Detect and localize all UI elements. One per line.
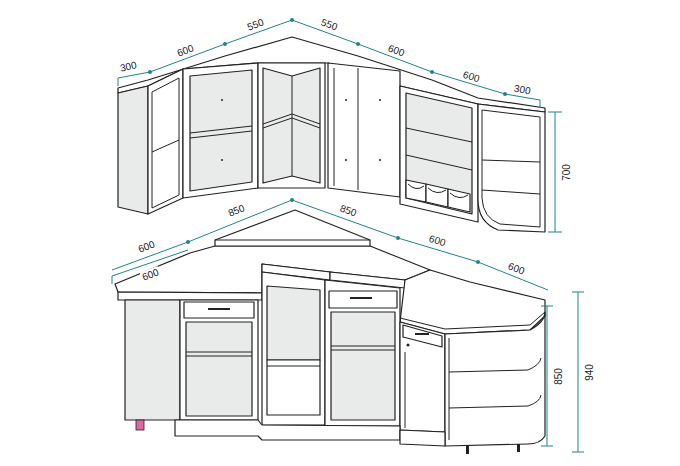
dimension-lines-part: [572, 292, 584, 452]
wall-cabinets-part: [345, 99, 347, 101]
wall-cabinets-part: [221, 99, 223, 101]
base-cabinets-part: [325, 280, 400, 426]
base-cabinets-part: [449, 338, 541, 440]
wall-cabinets-part: [478, 104, 545, 232]
dimension-lines-part: [223, 42, 227, 46]
base-cabinets-part: [208, 308, 230, 310]
dimension-lines-part: [541, 306, 553, 446]
wall-cabinets-part: [400, 86, 478, 222]
wall-cabinets-part: [406, 128, 472, 142]
wall-cabinets-part: [482, 160, 540, 194]
base-cabinets-part: [186, 322, 252, 416]
base-cabinets-part: [118, 292, 262, 300]
base-cabinets-part: [466, 446, 469, 454]
wall-cabinets-part: [426, 184, 448, 207]
wall-cabinets-part: [448, 189, 470, 212]
wall-cabinets-part: [406, 180, 426, 202]
dimension-lines-part: [430, 70, 434, 74]
base-cabinets-part: [215, 240, 370, 241]
base-cabinets-part: [400, 312, 545, 329]
base-cabinets-part: [415, 333, 429, 335]
dimension-lines-part: [290, 198, 294, 202]
base-cabinets-part: [267, 360, 320, 415]
dimension-lines-part: [118, 20, 540, 100]
dimension-lines-part: [112, 200, 548, 290]
dimension-label: 700: [561, 163, 572, 182]
base-cabinets-part: [445, 312, 545, 446]
dimension-lines-part: [356, 42, 360, 46]
wall-cabinets-part: [345, 159, 347, 161]
base-cabinets-part: [331, 346, 395, 347]
wall-cabinets: [118, 37, 545, 232]
base-cabinets-part: [262, 272, 325, 425]
dimension-label: 850: [225, 201, 246, 218]
wall-cabinets-part: [379, 99, 381, 101]
wall-cabinets-part: [334, 68, 335, 186]
base-cabinets-part: [267, 286, 320, 360]
wall-cabinets-part: [118, 86, 148, 214]
wall-cabinets-part: [152, 140, 179, 152]
dimension-lines-part: [503, 92, 507, 96]
base-cabinets-part: [180, 300, 258, 420]
dimension-lines-part: [186, 240, 190, 244]
base-cabinets-part: [350, 297, 372, 299]
dimension-label: 550: [318, 16, 339, 33]
dimension-label: 940: [584, 363, 595, 382]
base-cabinets-part: [405, 352, 406, 428]
base-cabinets-part: [400, 430, 445, 446]
base-cabinets-part: [403, 325, 442, 347]
wall-cabinets-part: [406, 93, 472, 214]
dimension-label: 300: [118, 59, 139, 74]
dimension-label: 550: [244, 16, 265, 33]
base-cabinets-part: [329, 291, 397, 308]
dimension-label: 850: [553, 367, 564, 386]
wall-cabinets-part: [482, 110, 540, 227]
wall-cabinets-part: [358, 68, 359, 190]
wall-cabinets-part: [263, 118, 320, 128]
wall-cabinets-part: [379, 159, 381, 161]
base-cabinets-part: [186, 356, 252, 357]
dimension-lines-part: [112, 250, 188, 284]
dimension-lines: [112, 18, 584, 452]
wall-cabinets-part: [190, 70, 252, 191]
wall-cabinets-part: [263, 114, 320, 124]
base-cabinets-part: [136, 420, 144, 430]
dimension-label: 600: [135, 238, 156, 255]
base-cabinets-part: [407, 344, 410, 347]
wall-cabinets-part: [148, 69, 183, 214]
base-cabinets-part: [186, 352, 252, 353]
base-cabinets-part: [175, 420, 400, 440]
base-cabinets-part: [400, 322, 445, 432]
dimension-label: 600: [426, 232, 447, 248]
base-cabinets-part: [184, 302, 254, 318]
dimension-label: 300: [512, 82, 532, 96]
base-cabinets-part: [331, 312, 395, 420]
wall-cabinets-part: [190, 131, 252, 138]
wall-cabinets-part: [263, 68, 320, 183]
base-cabinets-part: [331, 350, 395, 351]
dimension-lines-part: [148, 70, 152, 74]
dimension-lines-part: [476, 260, 480, 264]
base-cabinets: [115, 210, 545, 454]
wall-cabinets-part: [406, 155, 472, 170]
wall-cabinets-part: [258, 63, 325, 188]
dimension-label: 850: [337, 202, 358, 219]
wall-cabinets-part: [221, 159, 223, 161]
base-cabinets-part: [267, 366, 320, 367]
wall-cabinets-part: [328, 63, 400, 197]
wall-cabinets-part: [183, 63, 258, 198]
dimension-lines-part: [290, 18, 294, 22]
wall-cabinets-part: [152, 78, 179, 208]
wall-cabinets-part: [408, 184, 468, 198]
dimension-lines-part: [396, 236, 400, 240]
wall-cabinets-part: [292, 76, 293, 176]
base-cabinets-part: [125, 300, 180, 420]
base-cabinets-part: [517, 444, 520, 452]
